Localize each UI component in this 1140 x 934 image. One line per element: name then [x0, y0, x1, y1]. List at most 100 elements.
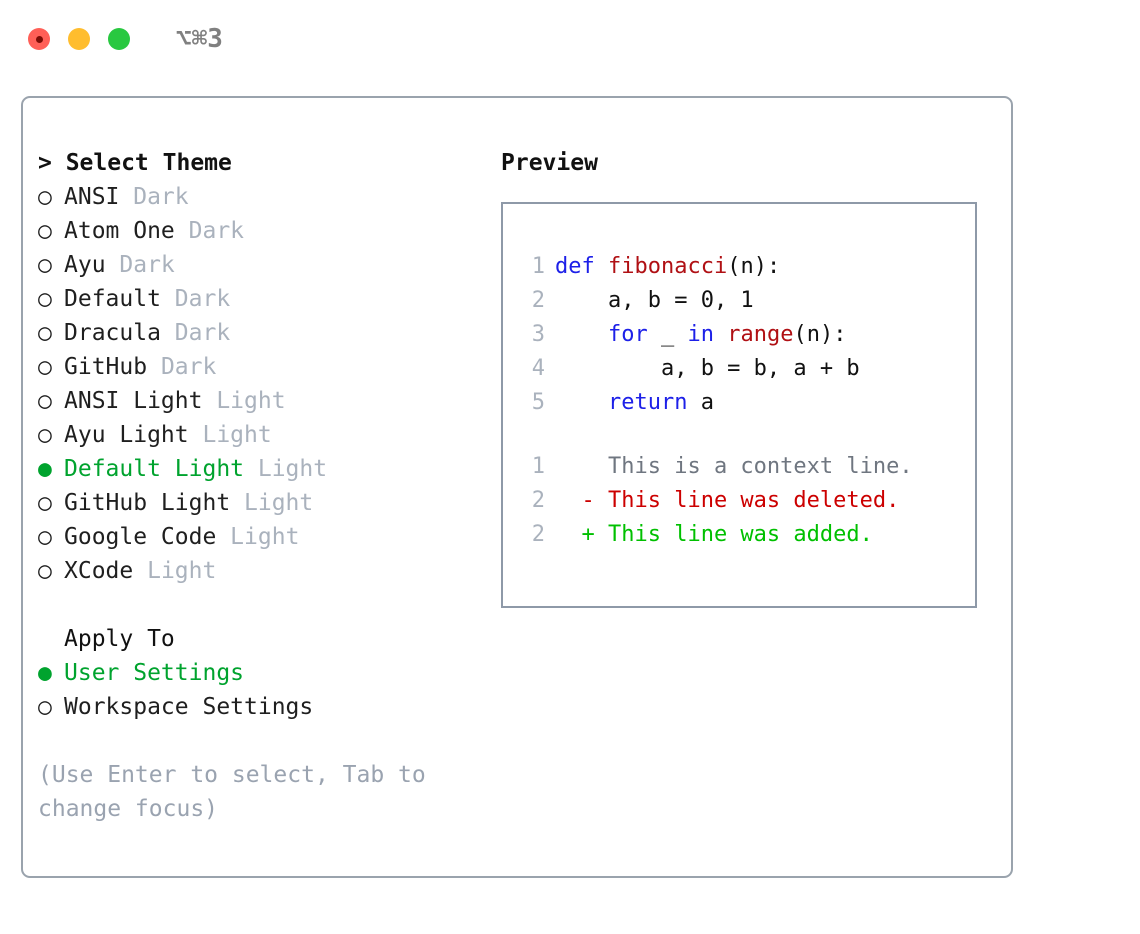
code-token-plain: [714, 322, 727, 347]
apply-to-option-name: User Settings: [64, 660, 245, 686]
code-line: 1 def fibonacci(n):: [519, 250, 975, 284]
theme-option[interactable]: ○ GitHub Light Light: [38, 486, 468, 520]
theme-option[interactable]: ○ Atom One Dark: [38, 214, 468, 248]
theme-option-kind: Light: [133, 558, 217, 584]
theme-option-name: Atom One: [64, 218, 175, 244]
code-token-plain: (n):: [727, 254, 781, 279]
code-token-fn: range: [727, 322, 794, 347]
theme-list: ○ANSI Dark○Atom One Dark○Ayu Dark○Defaul…: [38, 180, 468, 588]
diff-line: 1 This is a context line.: [519, 450, 975, 484]
line-number: 5: [531, 390, 545, 415]
diff-line-text: This is a context line.: [555, 454, 913, 479]
theme-option-name: Google Code: [64, 524, 217, 550]
code-token-kw: return: [607, 390, 688, 415]
code-token-plain: (n):: [793, 322, 847, 347]
theme-option[interactable]: ● Default Light Light: [38, 452, 468, 486]
theme-option-kind: Dark: [174, 218, 245, 244]
theme-option-name: XCode: [64, 558, 134, 584]
radio-unselected-icon: ○: [38, 184, 52, 210]
code-token-plain: _: [647, 322, 688, 347]
theme-option-name: Ayu: [64, 252, 106, 278]
close-button[interactable]: [28, 28, 50, 50]
apply-to-header: Apply To: [38, 622, 468, 656]
code-line: 5 return a: [519, 386, 975, 420]
line-number: 1: [531, 254, 545, 279]
theme-option[interactable]: ○Default Dark: [38, 282, 468, 316]
line-number: 2: [531, 288, 545, 313]
theme-option[interactable]: ○ Google Code Light: [38, 520, 468, 554]
theme-option[interactable]: ○ Ayu Dark: [38, 248, 468, 282]
theme-picker-panel: > Select Theme ○ANSI Dark○Atom One Dark○…: [21, 96, 1013, 878]
code-token-kw: for: [607, 322, 648, 347]
theme-option[interactable]: ○ ANSI Dark: [38, 180, 468, 214]
keyboard-shortcut-label: ⌥⌘3: [176, 24, 223, 54]
theme-option-name: Ayu Light: [64, 422, 189, 448]
title-bar: ⌥⌘3: [0, 0, 1140, 78]
theme-option-kind: Light: [230, 490, 314, 516]
diff-line-text: + This line was added.: [555, 522, 873, 547]
theme-option[interactable]: ○Dracula Dark: [38, 316, 468, 350]
theme-option-kind: Dark: [160, 320, 231, 346]
code-line: 2 a, b = 0, 1: [519, 284, 975, 318]
diff-sample: 1 This is a context line. 2 - This line w…: [519, 450, 975, 552]
radio-unselected-icon: ○: [38, 320, 52, 346]
theme-option-kind: Light: [188, 422, 272, 448]
window-controls: [28, 28, 130, 50]
apply-to-header-text: Apply To: [64, 626, 175, 652]
code-line: 3 for _ in range(n):: [519, 318, 975, 352]
diff-line-text: - This line was deleted.: [555, 488, 900, 513]
radio-unselected-icon: ○: [38, 422, 52, 448]
code-line: 4 a, b = b, a + b: [519, 352, 975, 386]
theme-option-name: ANSI Light: [64, 388, 203, 414]
theme-option-name: GitHub Light: [64, 490, 231, 516]
apply-to-option[interactable]: ● User Settings: [38, 656, 468, 690]
diff-line: 2 + This line was added.: [519, 518, 975, 552]
apply-to-header-indent: [38, 622, 64, 656]
theme-option[interactable]: ○ GitHub Dark: [38, 350, 468, 384]
code-token-plain: a, b = 0, 1: [555, 288, 754, 313]
minimize-button[interactable]: [68, 28, 90, 50]
theme-selection-column: > Select Theme ○ANSI Dark○Atom One Dark○…: [38, 146, 468, 826]
theme-option-name: Default: [64, 286, 161, 312]
theme-option-kind: Dark: [105, 252, 175, 278]
theme-option-kind: Light: [244, 456, 328, 482]
theme-option-kind: Dark: [119, 184, 189, 210]
theme-option-kind: Dark: [147, 354, 217, 380]
code-token-plain: [555, 322, 608, 347]
theme-option-kind: Light: [202, 388, 286, 414]
radio-unselected-icon: ○: [38, 354, 52, 380]
select-theme-header: > Select Theme: [38, 150, 232, 176]
theme-option[interactable]: ○ Ayu Light Light: [38, 418, 468, 452]
list-spacer: [38, 588, 468, 622]
keyboard-hint: (Use Enter to select, Tab to change focu…: [38, 762, 440, 822]
radio-unselected-icon: ○: [38, 388, 52, 414]
code-token-plain: [555, 390, 608, 415]
radio-unselected-icon: ○: [38, 218, 52, 244]
code-token-fn: fibonacci: [607, 254, 728, 279]
line-number: 2: [531, 522, 545, 547]
radio-unselected-icon: ○: [38, 490, 52, 516]
theme-option-name: ANSI: [64, 184, 120, 210]
code-token-kw: in: [687, 322, 714, 347]
radio-unselected-icon: ○: [38, 252, 52, 278]
apply-to-option[interactable]: ○Workspace Settings: [38, 690, 468, 724]
line-number: 3: [531, 322, 545, 347]
preview-title: Preview: [501, 150, 598, 176]
line-number: 1: [531, 454, 545, 479]
theme-option-kind: Dark: [160, 286, 231, 312]
apply-to-list: ● User Settings ○Workspace Settings: [38, 656, 468, 724]
radio-unselected-icon: ○: [38, 524, 52, 550]
theme-option[interactable]: ○ ANSI Light Light: [38, 384, 468, 418]
radio-selected-icon: ●: [38, 456, 52, 482]
theme-option-kind: Light: [216, 524, 300, 550]
radio-selected-icon: ●: [38, 660, 52, 686]
code-token-kw: def: [555, 254, 608, 279]
theme-option[interactable]: ○XCode Light: [38, 554, 468, 588]
theme-option-name: Default Light: [64, 456, 245, 482]
theme-option-name: GitHub: [64, 354, 148, 380]
maximize-button[interactable]: [108, 28, 130, 50]
